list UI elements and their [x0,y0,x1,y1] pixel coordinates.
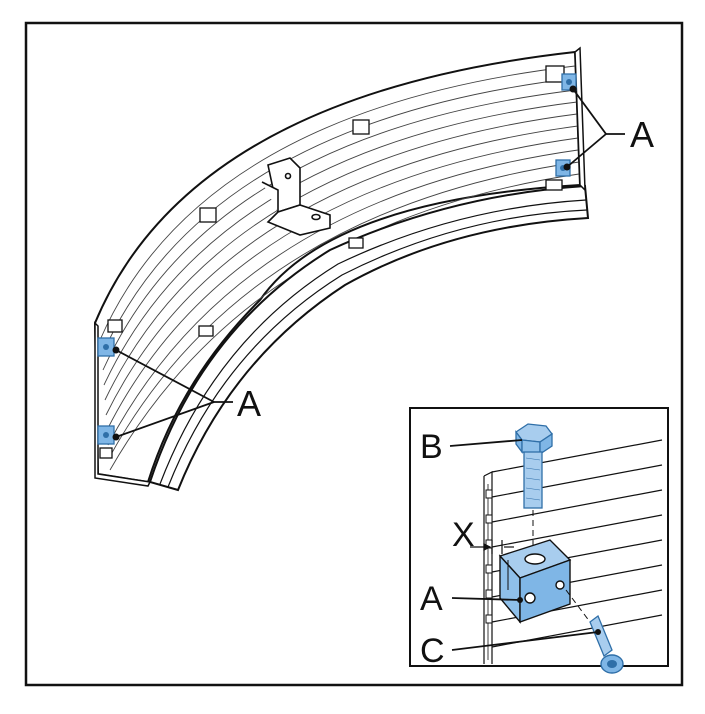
gap-x-indicator [470,540,514,554]
clamp-left-1 [97,319,123,357]
callout-c: C [420,632,445,670]
curved-wall-panel [93,46,590,492]
clamp-left-2 [97,425,115,459]
clamp-block-a [498,539,572,624]
panel-clips [198,119,370,337]
leader-lines-main [115,88,625,438]
callout-b: B [420,428,443,466]
mounting-bracket [261,157,331,236]
screw-c [589,614,624,674]
detail-inset: B X A C [409,407,669,674]
bottom-rail [148,184,590,492]
callout-a-left: A [237,383,261,424]
bolt-b [515,423,553,509]
callout-x: X [452,516,475,554]
panel-left-edge [94,321,152,487]
leader-lines-inset [449,439,599,651]
callout-a-inset: A [420,580,443,618]
clamp-top-right-1 [545,65,577,91]
panel-face [93,50,582,484]
callout-a-top-right: A [630,114,654,155]
